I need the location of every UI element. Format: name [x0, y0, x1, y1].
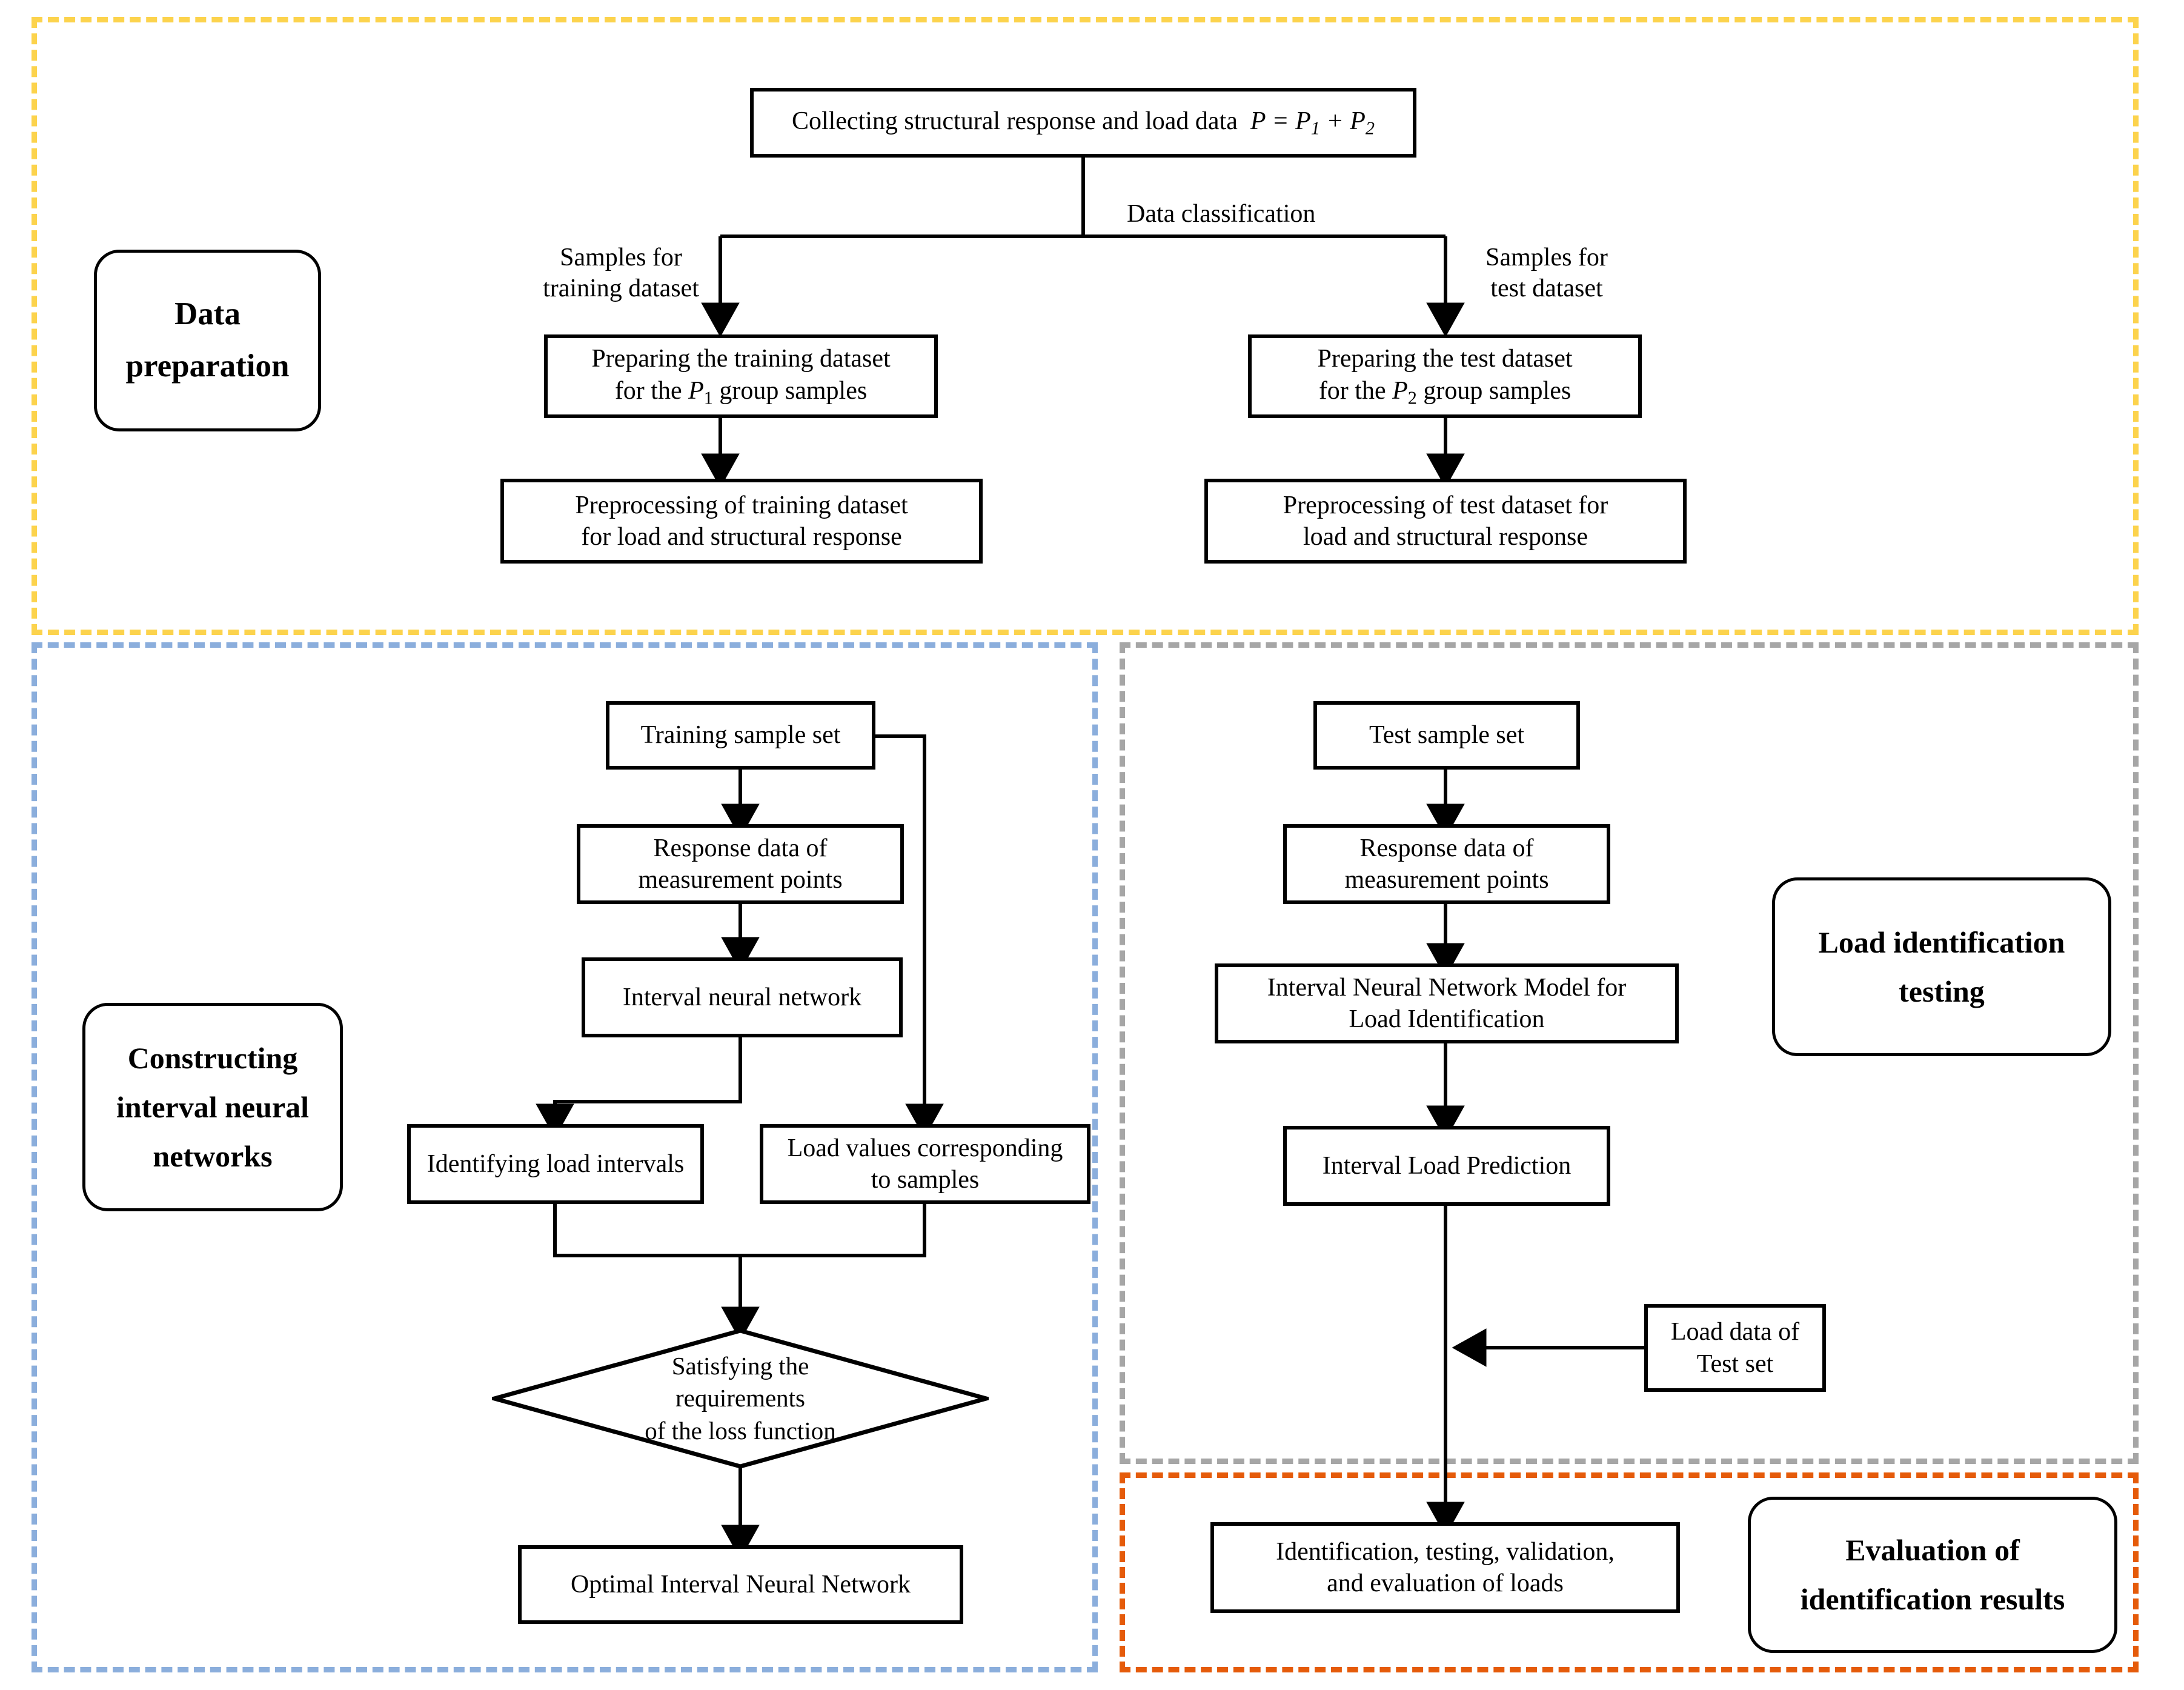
node-preprocessing-training-dataset: Preprocessing of training dataset for lo… — [500, 479, 983, 564]
node-interval-load-prediction-text: Interval Load Prediction — [1322, 1151, 1572, 1180]
node-preprocessing-test-text: Preprocessing of test dataset for load a… — [1283, 491, 1608, 551]
node-inn-model-text: Interval Neural Network Model for Load I… — [1267, 973, 1627, 1033]
stage-label-load-identification-testing-text: Load identification testing — [1818, 925, 2065, 1008]
region-constructing-interval-neural-networks — [32, 642, 1098, 1672]
region-data-preparation — [32, 17, 2139, 635]
node-preparing-test-dataset: Preparing the test dataset for the P2 gr… — [1248, 334, 1642, 418]
node-response-data-measurement-points-left: Response data of measurement points — [577, 824, 904, 904]
node-collecting-formula: P — [1250, 107, 1266, 136]
decision-satisfying-loss-function: Satisfying the requirements of the loss … — [492, 1328, 989, 1469]
decision-satisfying-loss-function-text: Satisfying the requirements of the loss … — [645, 1352, 836, 1445]
node-response-data-measurement-points-right: Response data of measurement points — [1283, 824, 1610, 904]
stage-label-constructing-text: Constructing interval neural networks — [116, 1040, 310, 1173]
node-preprocessing-training-text: Preprocessing of training dataset for lo… — [575, 491, 908, 551]
node-optimal-interval-neural-network: Optimal Interval Neural Network — [518, 1545, 963, 1624]
stage-label-data-preparation-text: Data preparation — [125, 296, 290, 384]
node-preparing-test-var: P — [1392, 376, 1408, 405]
node-test-sample-set-text: Test sample set — [1369, 721, 1524, 750]
node-optimal-interval-neural-network-text: Optimal Interval Neural Network — [571, 1570, 911, 1599]
node-interval-neural-network-text: Interval neural network — [622, 983, 862, 1011]
stage-label-constructing: Constructing interval neural networks — [82, 1003, 343, 1211]
stage-label-evaluation: Evaluation of identification results — [1748, 1497, 2117, 1653]
node-preparing-training-var: P — [688, 376, 704, 405]
node-identification-testing-validation-evaluation: Identification, testing, validation, and… — [1210, 1522, 1680, 1613]
region-evaluation-of-identification-results — [1120, 1472, 2139, 1672]
node-identifying-load-intervals: Identifying load intervals — [407, 1124, 704, 1204]
node-preparing-test-line2-pre: for the — [1318, 376, 1393, 405]
edge-label-data-classification: Data classification — [1127, 200, 1316, 228]
node-response-data-left-text: Response data of measurement points — [638, 834, 843, 894]
node-response-data-right-text: Response data of measurement points — [1344, 834, 1549, 894]
node-collecting-structural-response: Collecting structural response and load … — [750, 88, 1416, 158]
node-collecting-text: Collecting structural response and load … — [791, 107, 1238, 136]
node-preprocessing-test-dataset: Preprocessing of test dataset for load a… — [1204, 479, 1687, 564]
node-training-sample-set-text: Training sample set — [640, 721, 841, 750]
node-preparing-test-line1: Preparing the test dataset — [1317, 345, 1573, 373]
node-interval-neural-network-model-load-identification: Interval Neural Network Model for Load I… — [1215, 963, 1679, 1043]
node-preparing-training-dataset: Preparing the training dataset for the P… — [544, 334, 938, 418]
node-preparing-test-line2-post: group samples — [1416, 376, 1572, 405]
node-interval-neural-network: Interval neural network — [582, 957, 903, 1037]
node-load-data-of-test-set-text: Load data of Test set — [1670, 1318, 1800, 1378]
node-preparing-training-line2-pre: for the — [614, 376, 689, 405]
node-preparing-test-sub: 2 — [1407, 387, 1417, 408]
node-identifying-load-intervals-text: Identifying load intervals — [427, 1149, 685, 1178]
edge-label-samples-for-training-dataset: Samples for training dataset — [543, 244, 699, 303]
node-preparing-training-line1: Preparing the training dataset — [591, 345, 891, 373]
stage-label-load-identification-testing: Load identification testing — [1772, 877, 2111, 1056]
node-identification-eval-text: Identification, testing, validation, and… — [1276, 1537, 1615, 1597]
node-load-values-text: Load values corresponding to samples — [787, 1134, 1063, 1194]
region-load-identification-testing — [1120, 642, 2139, 1464]
edge-label-samples-for-test-dataset: Samples for test dataset — [1485, 244, 1608, 303]
node-preparing-training-line2-post: group samples — [712, 376, 868, 405]
node-preparing-training-sub: 1 — [703, 387, 713, 408]
stage-label-data-preparation: Data preparation — [94, 250, 321, 431]
node-training-sample-set: Training sample set — [606, 701, 875, 770]
node-load-data-of-test-set: Load data of Test set — [1644, 1304, 1826, 1392]
stage-label-evaluation-text: Evaluation of identification results — [1800, 1533, 2065, 1616]
node-interval-load-prediction: Interval Load Prediction — [1283, 1126, 1610, 1206]
node-test-sample-set: Test sample set — [1313, 701, 1580, 770]
node-load-values-corresponding-to-samples: Load values corresponding to samples — [760, 1124, 1090, 1204]
